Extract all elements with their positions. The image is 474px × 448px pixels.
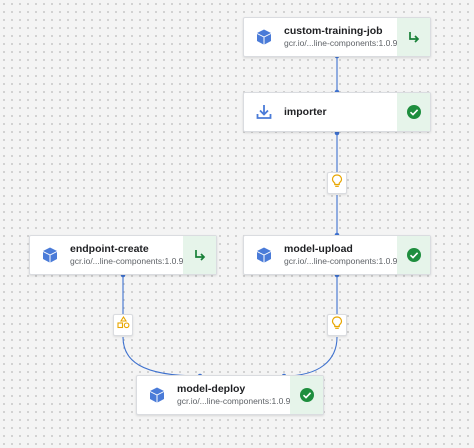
cube-icon (34, 246, 66, 264)
succeeded-status-icon (397, 93, 430, 131)
artifact-endpoint[interactable] (113, 314, 133, 336)
cube-icon (248, 246, 280, 264)
node-title: importer (284, 105, 327, 118)
node-title: custom-training-job (284, 25, 383, 37)
succeeded-status-icon (290, 376, 323, 414)
download-icon (248, 103, 280, 121)
cached-status-icon (397, 18, 430, 56)
node-title: model-deploy (177, 383, 246, 395)
node-custom-training-job[interactable]: custom-training-job gcr.io/...line-compo… (243, 17, 431, 57)
artifact-model[interactable] (327, 314, 347, 336)
node-subtitle: gcr.io/...line-components:1.0.9 (70, 256, 184, 266)
node-importer[interactable]: importer (243, 92, 431, 132)
node-endpoint-create[interactable]: endpoint-create gcr.io/...line-component… (29, 235, 217, 275)
cube-icon (141, 386, 173, 404)
lightbulb-icon (331, 173, 343, 193)
edge-endpoint-artifact-to-deploy (122, 336, 201, 377)
shapes-icon (116, 315, 130, 334)
node-model-deploy[interactable]: model-deploy gcr.io/...line-components:1… (136, 375, 324, 415)
cube-icon (248, 28, 280, 46)
succeeded-status-icon (397, 236, 430, 274)
edge-upload-artifact-to-deploy (283, 336, 338, 377)
artifact-model[interactable] (327, 172, 347, 194)
node-model-upload[interactable]: model-upload gcr.io/...line-components:1… (243, 235, 431, 275)
node-title: model-upload (284, 243, 353, 255)
node-subtitle: gcr.io/...line-components:1.0.9 (284, 38, 398, 48)
node-title: endpoint-create (70, 243, 149, 255)
node-subtitle: gcr.io/...line-components:1.0.9 (284, 256, 398, 266)
cached-status-icon (183, 236, 216, 274)
lightbulb-icon (331, 315, 343, 335)
node-subtitle: gcr.io/...line-components:1.0.9 (177, 396, 291, 406)
